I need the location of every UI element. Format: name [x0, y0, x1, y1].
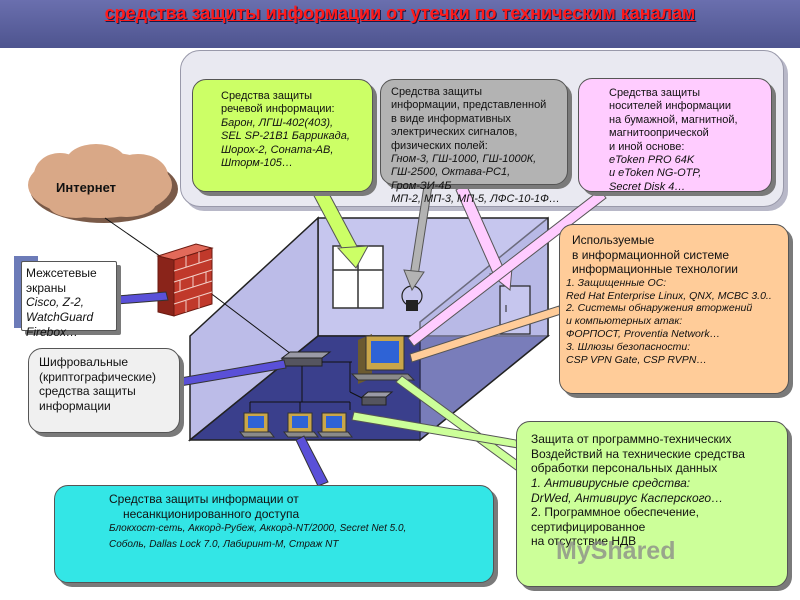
tech-line-5: Red Hat Enterprise Linux, QNX, МСВС 3.0.…	[566, 289, 772, 302]
nsd-line-1: Средства защиты информации от	[109, 492, 299, 506]
tech-line-2: в информационной системе	[572, 247, 730, 262]
nsd-protection-box: Средства защиты информации от несанкцион…	[54, 485, 494, 583]
firewall-line-5: Firebox…	[26, 324, 79, 339]
signals-line-8: Гром-ЗИ-4Б	[391, 179, 452, 192]
crypto-line-1: Шифровальные	[39, 355, 129, 369]
software-line-6: 2. Программное обеспечение,	[531, 505, 699, 520]
switch-icon	[360, 391, 394, 406]
signals-line-9: МП-2, МП-3, МП-5, ЛФС-10-1Ф…	[391, 193, 560, 206]
workstation-icon-3	[316, 412, 354, 438]
server-computer-icon	[350, 334, 416, 384]
room-right-wall	[419, 216, 549, 442]
watermark-logo: MyShared	[556, 537, 676, 565]
media-line-7: и eToken NG-OTP,	[609, 167, 702, 180]
signals-line-7: ГШ-2500, Октава-РС1,	[391, 166, 511, 179]
tech-line-10: CSP VPN Gate, CSP RVPN…	[566, 353, 707, 366]
crypto-line-4: информации	[39, 398, 111, 413]
media-line-3: на бумажной, магнитной,	[609, 113, 738, 126]
signals-line-4: электрических сигналов,	[391, 126, 518, 139]
signals-line-2: информации, представленной	[391, 99, 547, 112]
speech-line-5: Шорох-2, Соната-АВ,	[221, 143, 334, 156]
nsd-line-3: Блокхост-сеть, Аккорд-Рубеж, Аккорд-NT/2…	[109, 523, 407, 535]
arrow-media-2	[407, 189, 607, 347]
speech-line-6: Шторм-105…	[221, 157, 293, 170]
signals-line-1: Средства защиты	[391, 86, 483, 98]
crypto-line-3: средства защиты	[39, 384, 136, 399]
media-line-4: магнитоопрической	[609, 127, 709, 140]
signals-line-5: физических полей:	[391, 139, 488, 152]
speech-line-1: Средства защиты	[221, 90, 313, 102]
media-protection-box: Средства защиты носителей информации на …	[578, 78, 772, 193]
signals-protection-box: Средства защиты информации, представленн…	[380, 79, 568, 205]
workstation-icon-1	[238, 412, 276, 438]
software-line-8: на отсутствие НДВ	[531, 534, 637, 549]
crypto-protection-box: Шифровальные (криптографические) средств…	[28, 348, 180, 433]
cloud-icon	[28, 144, 178, 223]
firewall-line-4: WatchGuard	[26, 309, 94, 324]
speech-protection-box: Средства защиты речевой информации: Баро…	[192, 79, 373, 192]
arrow-crypto	[179, 359, 287, 387]
firewall-brick-icon	[156, 243, 214, 317]
tech-line-8: ФОРПОСТ, Proventia Network…	[566, 328, 721, 341]
arrow-firewall	[116, 291, 169, 305]
software-line-7: сертифицированное	[531, 519, 646, 534]
tech-line-6: 2. Системы обнаружения вторжений	[566, 302, 753, 315]
software-line-1: Защита от программно-технических	[531, 432, 732, 446]
tech-box: Используемые в информационной системе ин…	[559, 224, 789, 394]
speech-line-4: SEL SP-21B1 Баррикада,	[221, 130, 350, 143]
software-line-2: Воздействий на технические средства	[531, 446, 745, 461]
internet-label: Интернет	[56, 180, 117, 195]
tech-line-1: Используемые	[572, 233, 655, 247]
tech-line-4: 1. Защищенные ОС:	[566, 276, 667, 289]
title-bar	[0, 0, 800, 48]
media-line-5: и иной основе:	[609, 140, 685, 153]
workstation-icon-2	[282, 412, 320, 438]
nsd-line-4: Соболь, Dallas Lock 7.0, Лабиринт-М, Стр…	[109, 539, 339, 551]
signals-line-6: Гном-3, ГШ-1000, ГШ-1000К,	[391, 153, 537, 166]
arrow-nsd	[295, 435, 329, 487]
firewall-line-3: Cisco, Z-2,	[26, 295, 85, 310]
firewall-box: Межсетевые экраны Cisco, Z-2, WatchGuard…	[21, 261, 117, 339]
firewall-line-2: экраны	[26, 280, 66, 295]
tech-line-3: информационные технологии	[572, 262, 739, 277]
speech-line-3: Барон, ЛГШ-402(403),	[221, 116, 334, 129]
media-line-2: носителей информации	[609, 100, 732, 113]
firewall-line-1: Межсетевые	[26, 266, 97, 280]
software-line-3: обработки персональных данных	[531, 461, 718, 476]
crypto-line-2: (криптографические)	[39, 369, 157, 384]
page-title: средства защиты информации от утечки по …	[104, 3, 696, 23]
software-protection-box: Защита от программно-технических Воздейс…	[516, 421, 788, 587]
tech-line-7: и компьютерных атак:	[566, 315, 683, 328]
software-line-4: 1. Антивирусные средства:	[531, 475, 691, 490]
nsd-line-2: несанкционированного доступа	[123, 506, 300, 521]
media-line-1: Средства защиты	[609, 87, 701, 99]
media-line-6: eToken PRO 64K	[609, 154, 695, 167]
tech-line-9: 3. Шлюзы безопасности:	[566, 340, 691, 353]
speech-line-2: речевой информации:	[221, 103, 335, 116]
media-line-8: Secret Disk 4…	[609, 180, 686, 193]
software-line-5: DrWed, Антивирус Касперского…	[531, 490, 724, 505]
signals-line-3: в виде информативных	[391, 112, 511, 125]
